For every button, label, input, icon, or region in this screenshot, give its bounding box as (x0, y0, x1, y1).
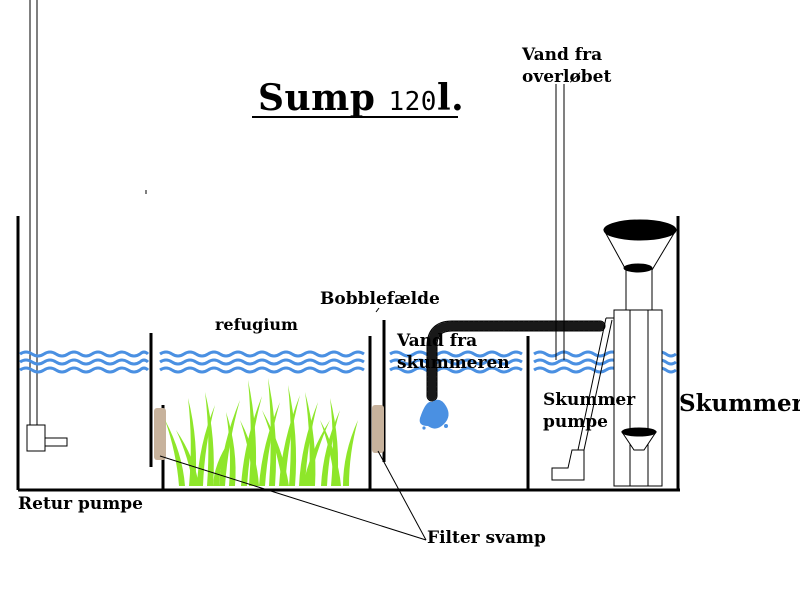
label-filter-svamp: Filter svamp (427, 528, 546, 548)
overflow-pipe (555, 84, 565, 360)
label-vand-fra-skummeren: Vand fra skummeren (397, 331, 510, 373)
skimmer-pump (551, 317, 616, 481)
label-skummer-pumpe: Skummer pumpe (543, 390, 636, 432)
plant-blade (165, 420, 185, 486)
filter-sponge-left (154, 408, 166, 460)
title-volume: 120 (388, 87, 437, 117)
plant-blade (240, 420, 259, 486)
filter-leader-lines (159, 450, 427, 541)
page-title: Sump 120l. (258, 80, 464, 116)
refugium-plants (165, 378, 358, 486)
plant-blade (288, 385, 297, 486)
water-wave (19, 358, 150, 366)
plant-blade (259, 402, 280, 486)
water-wave (159, 358, 365, 366)
plant-blade (226, 412, 236, 486)
protein-skimmer (603, 219, 677, 487)
label-refugium: refugium (215, 315, 298, 334)
plant-blade (188, 398, 197, 486)
title-underline (252, 116, 458, 118)
skimmer-hose (426, 320, 606, 402)
plant-blade (343, 420, 358, 486)
plant-blade (303, 420, 330, 486)
title-unit: l. (436, 77, 465, 119)
return-pump (26, 420, 68, 452)
plant-blade (205, 392, 214, 486)
water-wave (389, 366, 523, 374)
plant-blade (262, 410, 289, 486)
plant-blade (279, 395, 300, 486)
plant-blade (176, 430, 199, 486)
water-wave (389, 350, 523, 358)
plant-blade (197, 405, 215, 486)
water-wave (389, 358, 523, 366)
water-outlet-splash (419, 399, 449, 430)
label-vand-fra-overlobet: Vand fra overløbet (522, 45, 612, 87)
water-wave (159, 366, 365, 374)
label-bobblefaelde: Bobblefælde (320, 289, 440, 309)
water-surface (19, 350, 677, 374)
label-retur-pumpe: Retur pumpe (18, 494, 143, 514)
water-wave (19, 350, 150, 358)
label-skummer: Skummer (679, 390, 800, 417)
plant-blade (320, 420, 341, 486)
filter-sponge-right (372, 405, 384, 453)
tank-outline (16, 216, 680, 492)
water-wave (19, 366, 150, 374)
plant-blade (299, 402, 318, 486)
water-wave (159, 350, 365, 358)
title-main: Sump (258, 77, 376, 119)
stray-marks (145, 190, 380, 313)
return-pipe (29, 0, 38, 420)
